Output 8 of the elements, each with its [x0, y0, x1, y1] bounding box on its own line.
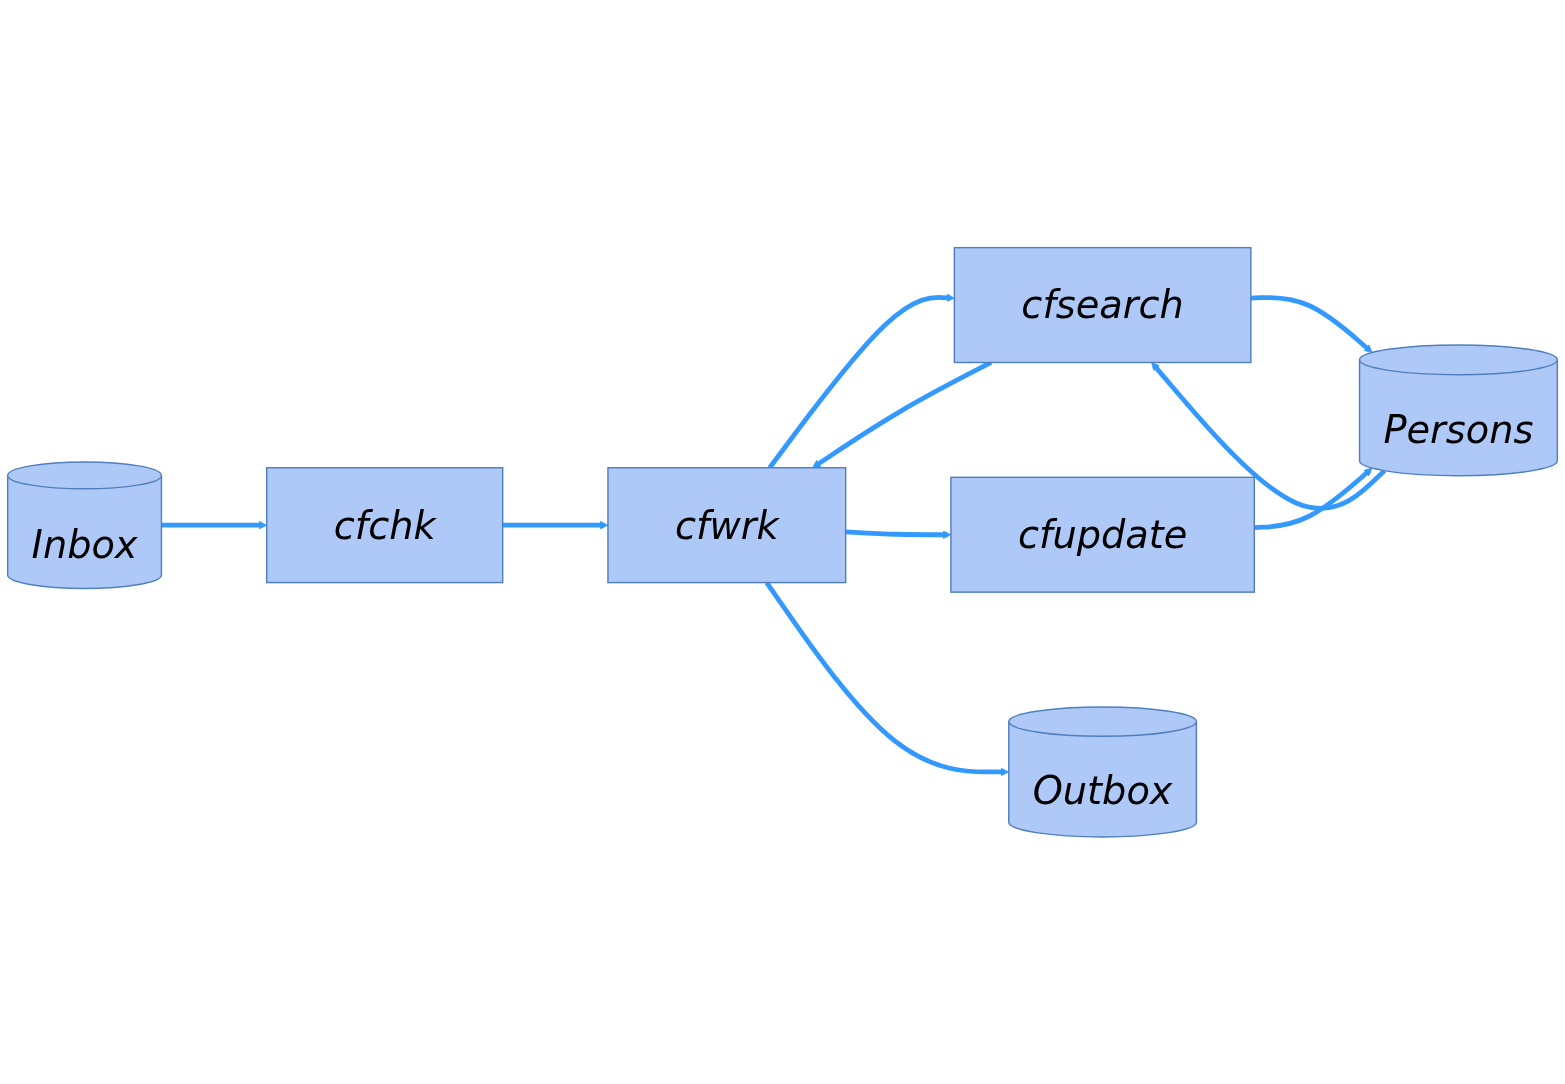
arrow [1250, 294, 1373, 353]
arrow [1151, 361, 1387, 511]
arrow [1254, 467, 1373, 530]
node-box: cfchk [265, 466, 504, 583]
node-box: cfupdate [950, 476, 1255, 593]
node-box: cfsearch [953, 246, 1252, 363]
node-box: cfwrk [607, 466, 847, 583]
arrow [767, 293, 955, 469]
